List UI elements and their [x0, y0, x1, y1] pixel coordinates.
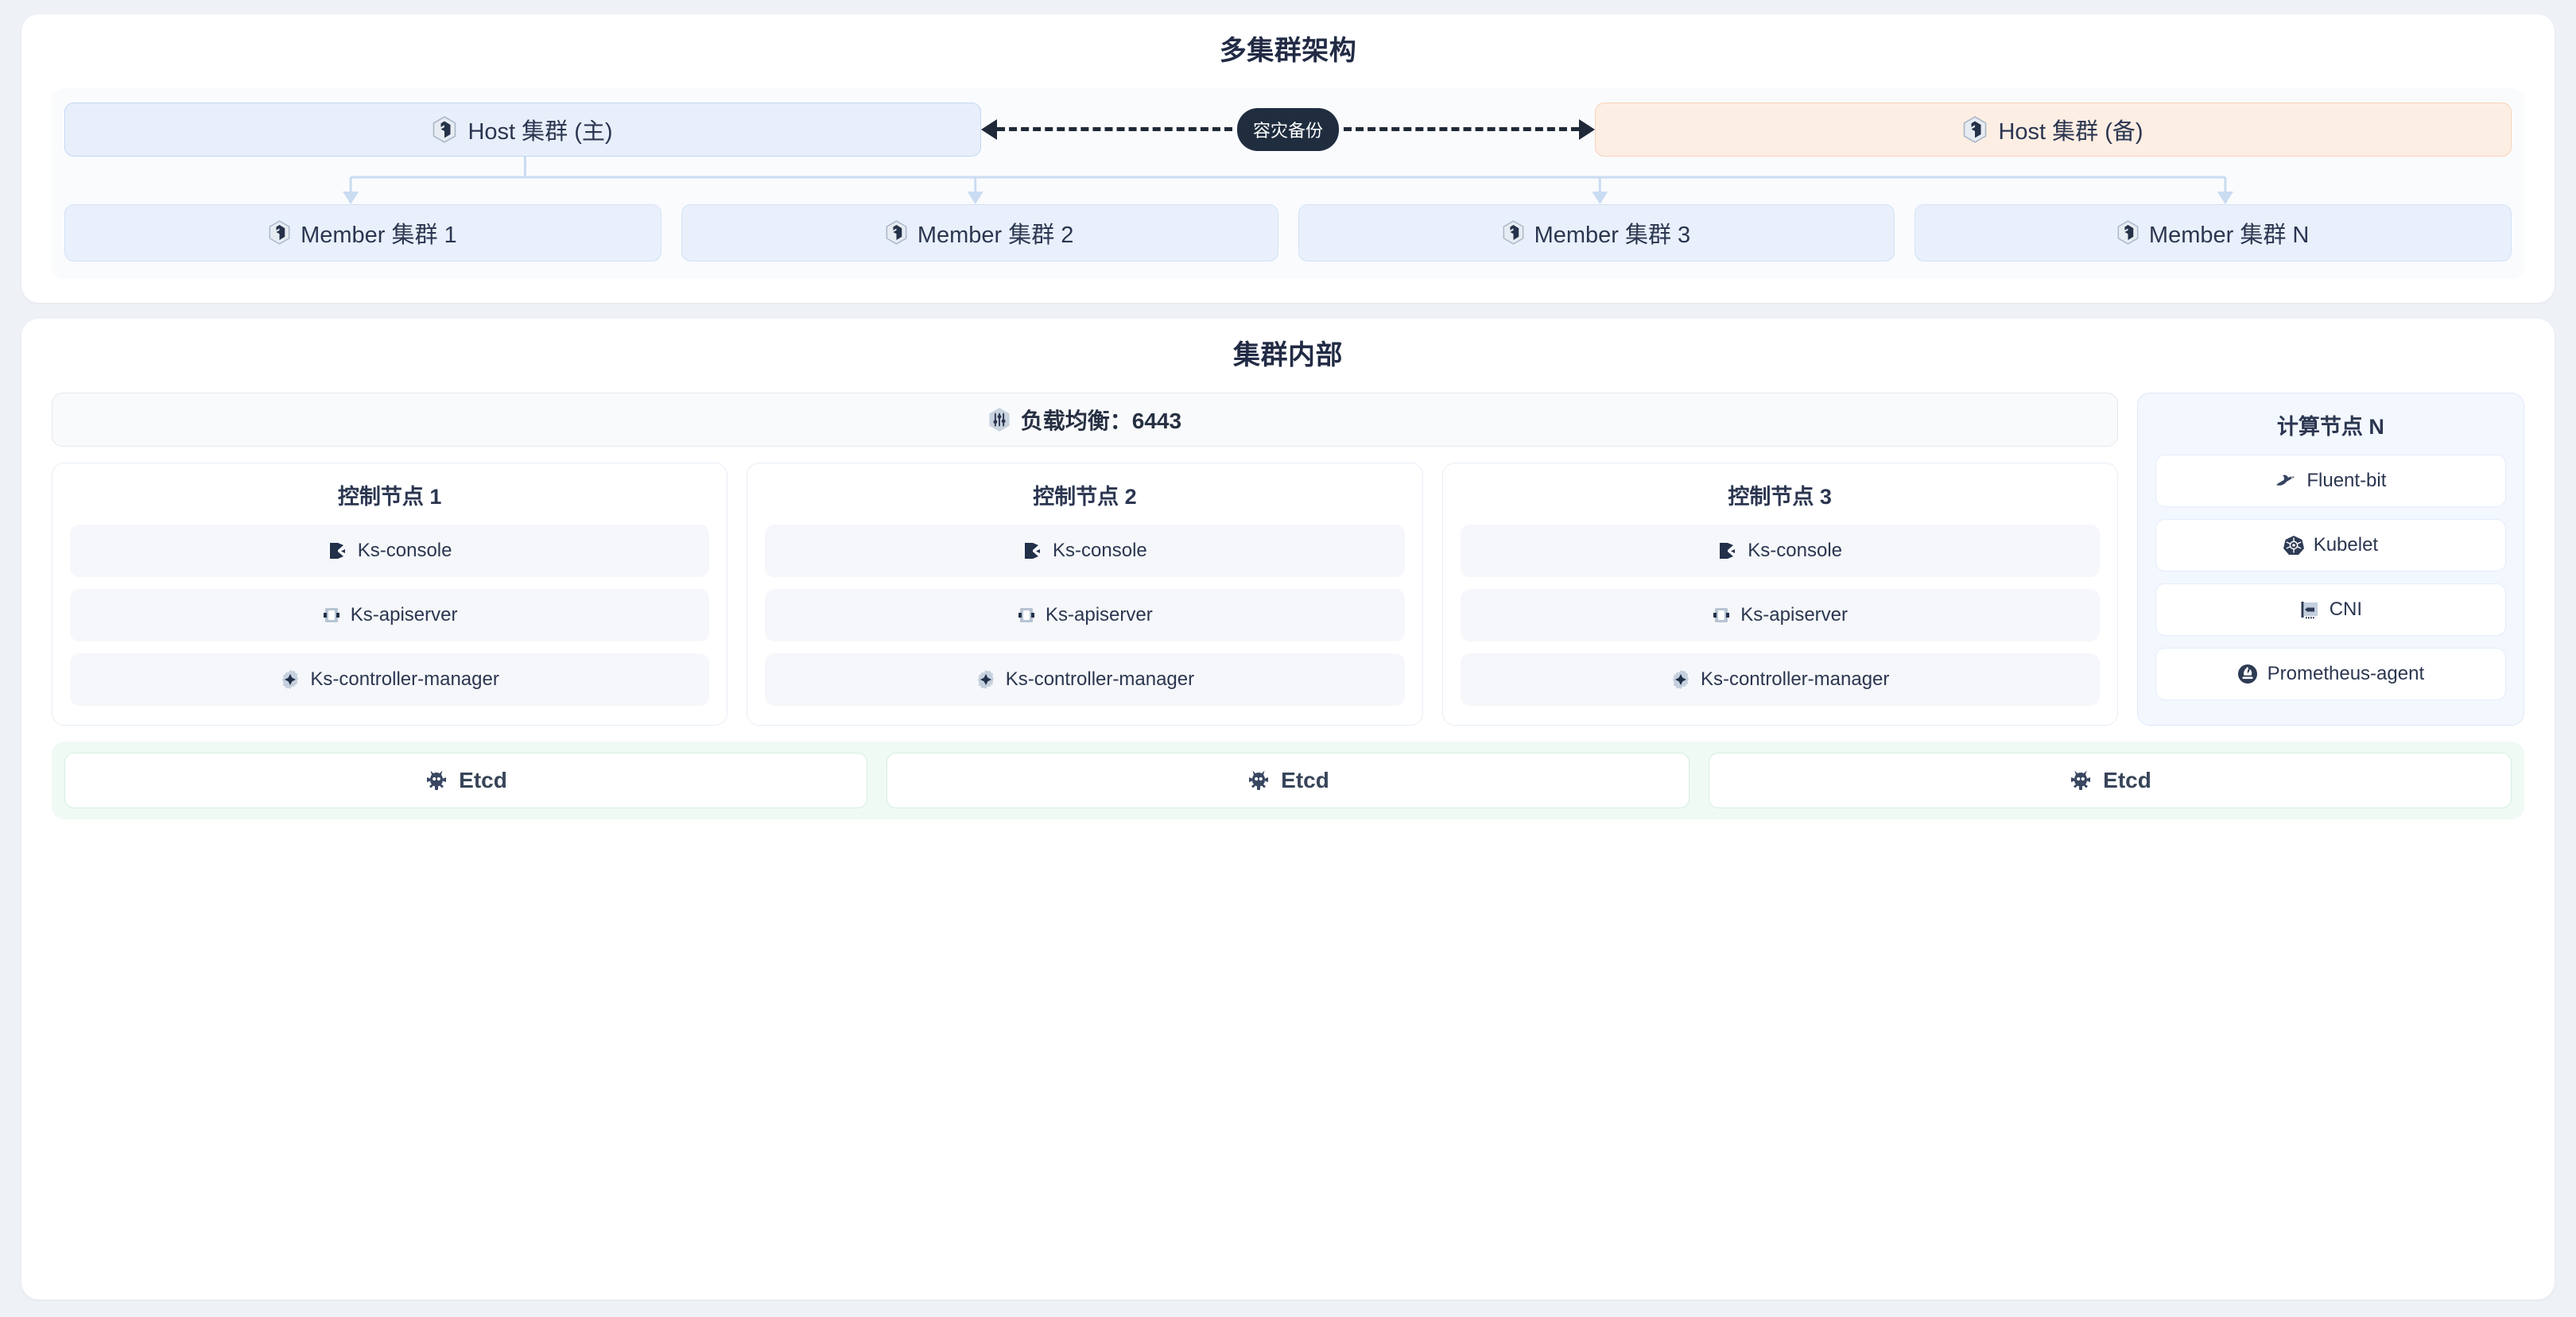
- member-cluster-n-label: Member 集群 N: [2148, 222, 2310, 248]
- member-cluster-3[interactable]: Member 集群 3: [1298, 203, 1895, 261]
- cluster-internal-grid: 负载均衡：6443 控制节点 1 Ks-console: [52, 392, 2524, 726]
- etcd-icon: [1247, 769, 1271, 792]
- cluster-internal-section: 集群内部 负载均: [21, 318, 2555, 1300]
- multi-cluster-section: 多集群架构 Host 集群 (主): [21, 14, 2555, 303]
- member-cluster-2[interactable]: Member 集群 2: [681, 203, 1278, 261]
- control-node-1-title: 控制节点 1: [337, 484, 442, 509]
- member-cluster-n[interactable]: Member 集群 N: [1915, 203, 2512, 261]
- kubesphere-hex-icon: [1963, 115, 1987, 143]
- control-node-2-item-label: Ks-console: [1053, 539, 1147, 561]
- bird-icon: [2275, 472, 2297, 490]
- compute-item-kubelet[interactable]: Kubelet: [2155, 518, 2506, 571]
- etcd-node-3-label: Etcd: [2103, 767, 2151, 792]
- etcd-node-2-label: Etcd: [1281, 767, 1329, 792]
- control-node-3-item-label: Ks-controller-manager: [1700, 668, 1890, 690]
- control-node-3-item-label: Ks-console: [1748, 539, 1843, 561]
- kubesphere-hex-icon: [1503, 220, 1524, 246]
- compute-item-prometheus-agent[interactable]: Prometheus-agent: [2155, 647, 2506, 700]
- network-card-icon: [2299, 599, 2320, 620]
- control-node-3: 控制节点 3 Ks-console: [1441, 462, 2118, 726]
- etcd-row: Etcd: [52, 741, 2524, 819]
- dashed-line-left: [997, 127, 1232, 132]
- etcd-node-1-label: Etcd: [459, 767, 507, 792]
- host-cluster-primary[interactable]: Host 集群 (主): [64, 102, 981, 157]
- control-node-1-item-label: Ks-console: [357, 539, 452, 561]
- compute-item-label: Kubelet: [2313, 533, 2379, 556]
- cluster-tree-connector: [343, 156, 2233, 204]
- kubesphere-hex-icon: [269, 220, 290, 246]
- control-node-2-item-label: Ks-controller-manager: [1005, 668, 1195, 690]
- etcd-node-1[interactable]: Etcd: [64, 752, 867, 808]
- etcd-node-3[interactable]: Etcd: [1709, 752, 2512, 808]
- compute-node-title: 计算节点 N: [2276, 414, 2384, 439]
- gear-diamond-icon: [976, 669, 996, 690]
- multi-cluster-body: Host 集群 (主) 容灾备份: [52, 87, 2524, 279]
- control-node-2-title: 控制节点 2: [1033, 484, 1137, 509]
- control-node-1-item-label: Ks-controller-manager: [310, 668, 499, 690]
- control-node-3-title: 控制节点 3: [1728, 484, 1832, 509]
- compute-item-fluent-bit[interactable]: Fluent-bit: [2155, 454, 2506, 507]
- gear-diamond-icon: [1670, 669, 1691, 690]
- control-node-3-item-ks-console[interactable]: Ks-console: [1460, 524, 2100, 577]
- gear-diamond-icon: [280, 669, 301, 690]
- compute-item-label: Prometheus-agent: [2267, 662, 2425, 684]
- disaster-recovery-badge: 容灾备份: [1237, 107, 1340, 151]
- etcd-icon: [425, 769, 448, 792]
- compute-item-label: CNI: [2329, 598, 2363, 620]
- ks-console-icon: [1022, 540, 1043, 561]
- arrow-right-icon: [1579, 118, 1596, 140]
- load-balancer-bar[interactable]: 负载均衡：6443: [52, 392, 2118, 447]
- arrow-left-icon: [981, 118, 997, 140]
- ks-apiserver-icon: [322, 606, 341, 625]
- ks-console-icon: [1717, 540, 1738, 561]
- control-node-3-item-ks-apiserver[interactable]: Ks-apiserver: [1460, 588, 2100, 641]
- host-cluster-primary-label: Host 集群 (主): [467, 118, 613, 145]
- host-cluster-standby[interactable]: Host 集群 (备): [1595, 102, 2512, 157]
- control-node-1-item-ks-console[interactable]: Ks-console: [70, 524, 710, 577]
- control-node-3-item-label: Ks-apiserver: [1740, 603, 1849, 626]
- host-cluster-standby-label: Host 集群 (备): [1998, 118, 2143, 145]
- control-node-2-item-label: Ks-apiserver: [1046, 603, 1153, 626]
- kubesphere-hex-icon: [2117, 220, 2139, 246]
- compute-item-label: Fluent-bit: [2306, 469, 2387, 491]
- multi-cluster-title: 多集群架构: [1219, 36, 1357, 66]
- kubernetes-helm-icon: [2283, 535, 2304, 556]
- control-node-1-item-label: Ks-apiserver: [350, 603, 458, 626]
- control-node-2-item-ks-controller-manager[interactable]: Ks-controller-manager: [765, 653, 1405, 706]
- cluster-internal-title: 集群内部: [1233, 339, 1343, 370]
- etcd-icon: [2069, 769, 2093, 792]
- compute-node-n: 计算节点 N Fluent-bit: [2136, 392, 2524, 726]
- ks-console-icon: [328, 540, 348, 561]
- control-node-2-item-ks-console[interactable]: Ks-console: [765, 524, 1405, 577]
- sliders-icon: [988, 407, 1011, 432]
- control-node-1-item-ks-apiserver[interactable]: Ks-apiserver: [70, 588, 710, 641]
- member-cluster-1-label: Member 集群 1: [301, 222, 457, 248]
- control-node-2: 控制节点 2 Ks-console: [747, 462, 1423, 726]
- control-node-3-item-ks-controller-manager[interactable]: Ks-controller-manager: [1460, 653, 2100, 706]
- compute-item-cni[interactable]: CNI: [2155, 583, 2506, 636]
- dashed-line-right: [1344, 127, 1580, 132]
- ks-apiserver-icon: [1017, 606, 1036, 625]
- control-node-2-item-ks-apiserver[interactable]: Ks-apiserver: [765, 588, 1405, 641]
- member-cluster-3-label: Member 集群 3: [1534, 222, 1691, 248]
- load-balancer-label: 负载均衡：6443: [1020, 408, 1182, 433]
- control-node-1-item-ks-controller-manager[interactable]: Ks-controller-manager: [70, 653, 710, 706]
- disaster-recovery-link: 容灾备份: [981, 103, 1596, 157]
- prometheus-icon: [2237, 664, 2258, 684]
- etcd-node-2[interactable]: Etcd: [886, 752, 1690, 808]
- ks-apiserver-icon: [1712, 606, 1731, 625]
- member-cluster-1[interactable]: Member 集群 1: [64, 203, 661, 261]
- control-node-1: 控制节点 1 Ks-console: [52, 462, 728, 726]
- kubesphere-hex-icon: [433, 115, 456, 143]
- member-cluster-2-label: Member 集群 2: [917, 222, 1074, 248]
- member-cluster-row: Member 集群 1 Member 集群 2: [64, 203, 2512, 261]
- kubesphere-hex-icon: [886, 220, 907, 246]
- host-cluster-row: Host 集群 (主) 容灾备份: [64, 102, 2512, 157]
